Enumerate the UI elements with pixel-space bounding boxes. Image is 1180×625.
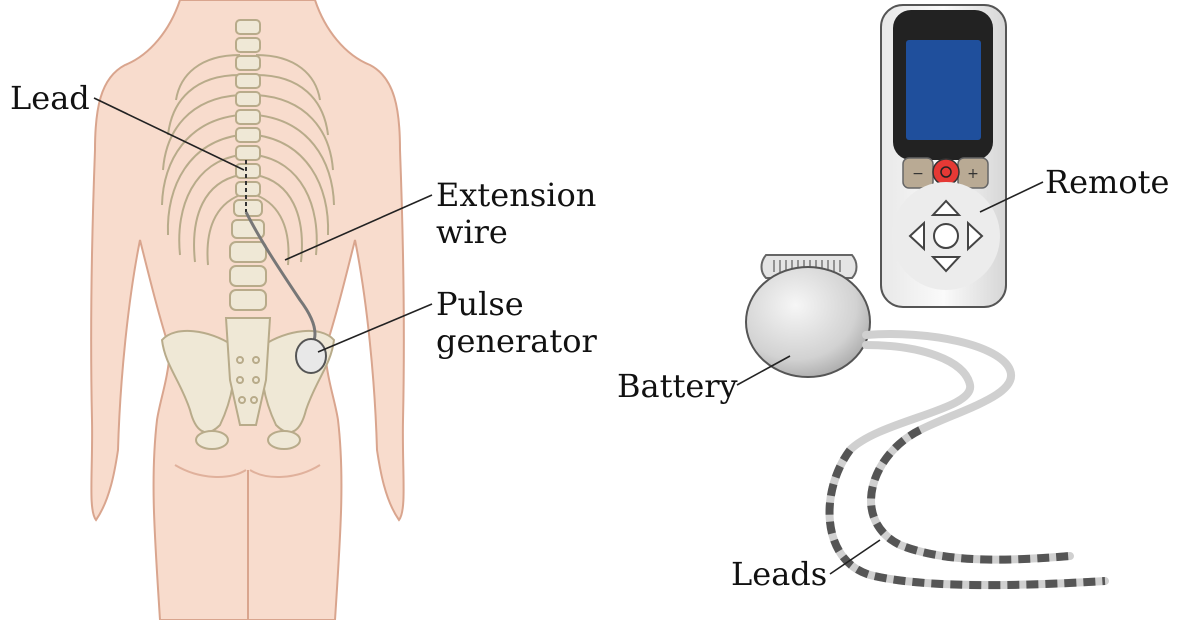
- label-pulse-generator-line1: Pulse: [436, 286, 597, 323]
- remote-control: − +: [881, 5, 1006, 307]
- plus-symbol-icon: +: [967, 166, 979, 182]
- battery-body: [746, 267, 870, 377]
- external-leads: [830, 334, 1105, 585]
- battery-device: [746, 255, 870, 377]
- dpad-center-button: [934, 224, 958, 248]
- lead-wire-2: [830, 345, 1105, 585]
- remote-screen: [906, 40, 981, 140]
- minus-symbol-icon: −: [912, 166, 924, 182]
- label-lead: Lead: [10, 80, 90, 117]
- label-extension-wire-line2: wire: [436, 214, 596, 251]
- label-extension-wire: Extension wire: [436, 177, 596, 251]
- label-pulse-generator: Pulse generator: [436, 286, 597, 360]
- label-extension-wire-line1: Extension: [436, 177, 596, 214]
- label-remote: Remote: [1045, 164, 1169, 201]
- implanted-pulse-generator: [296, 339, 326, 373]
- label-battery: Battery: [617, 368, 738, 405]
- lead-electrodes-1: [871, 430, 1070, 560]
- label-leads: Leads: [731, 556, 827, 593]
- label-pulse-generator-line2: generator: [436, 323, 597, 360]
- power-button: [933, 159, 959, 185]
